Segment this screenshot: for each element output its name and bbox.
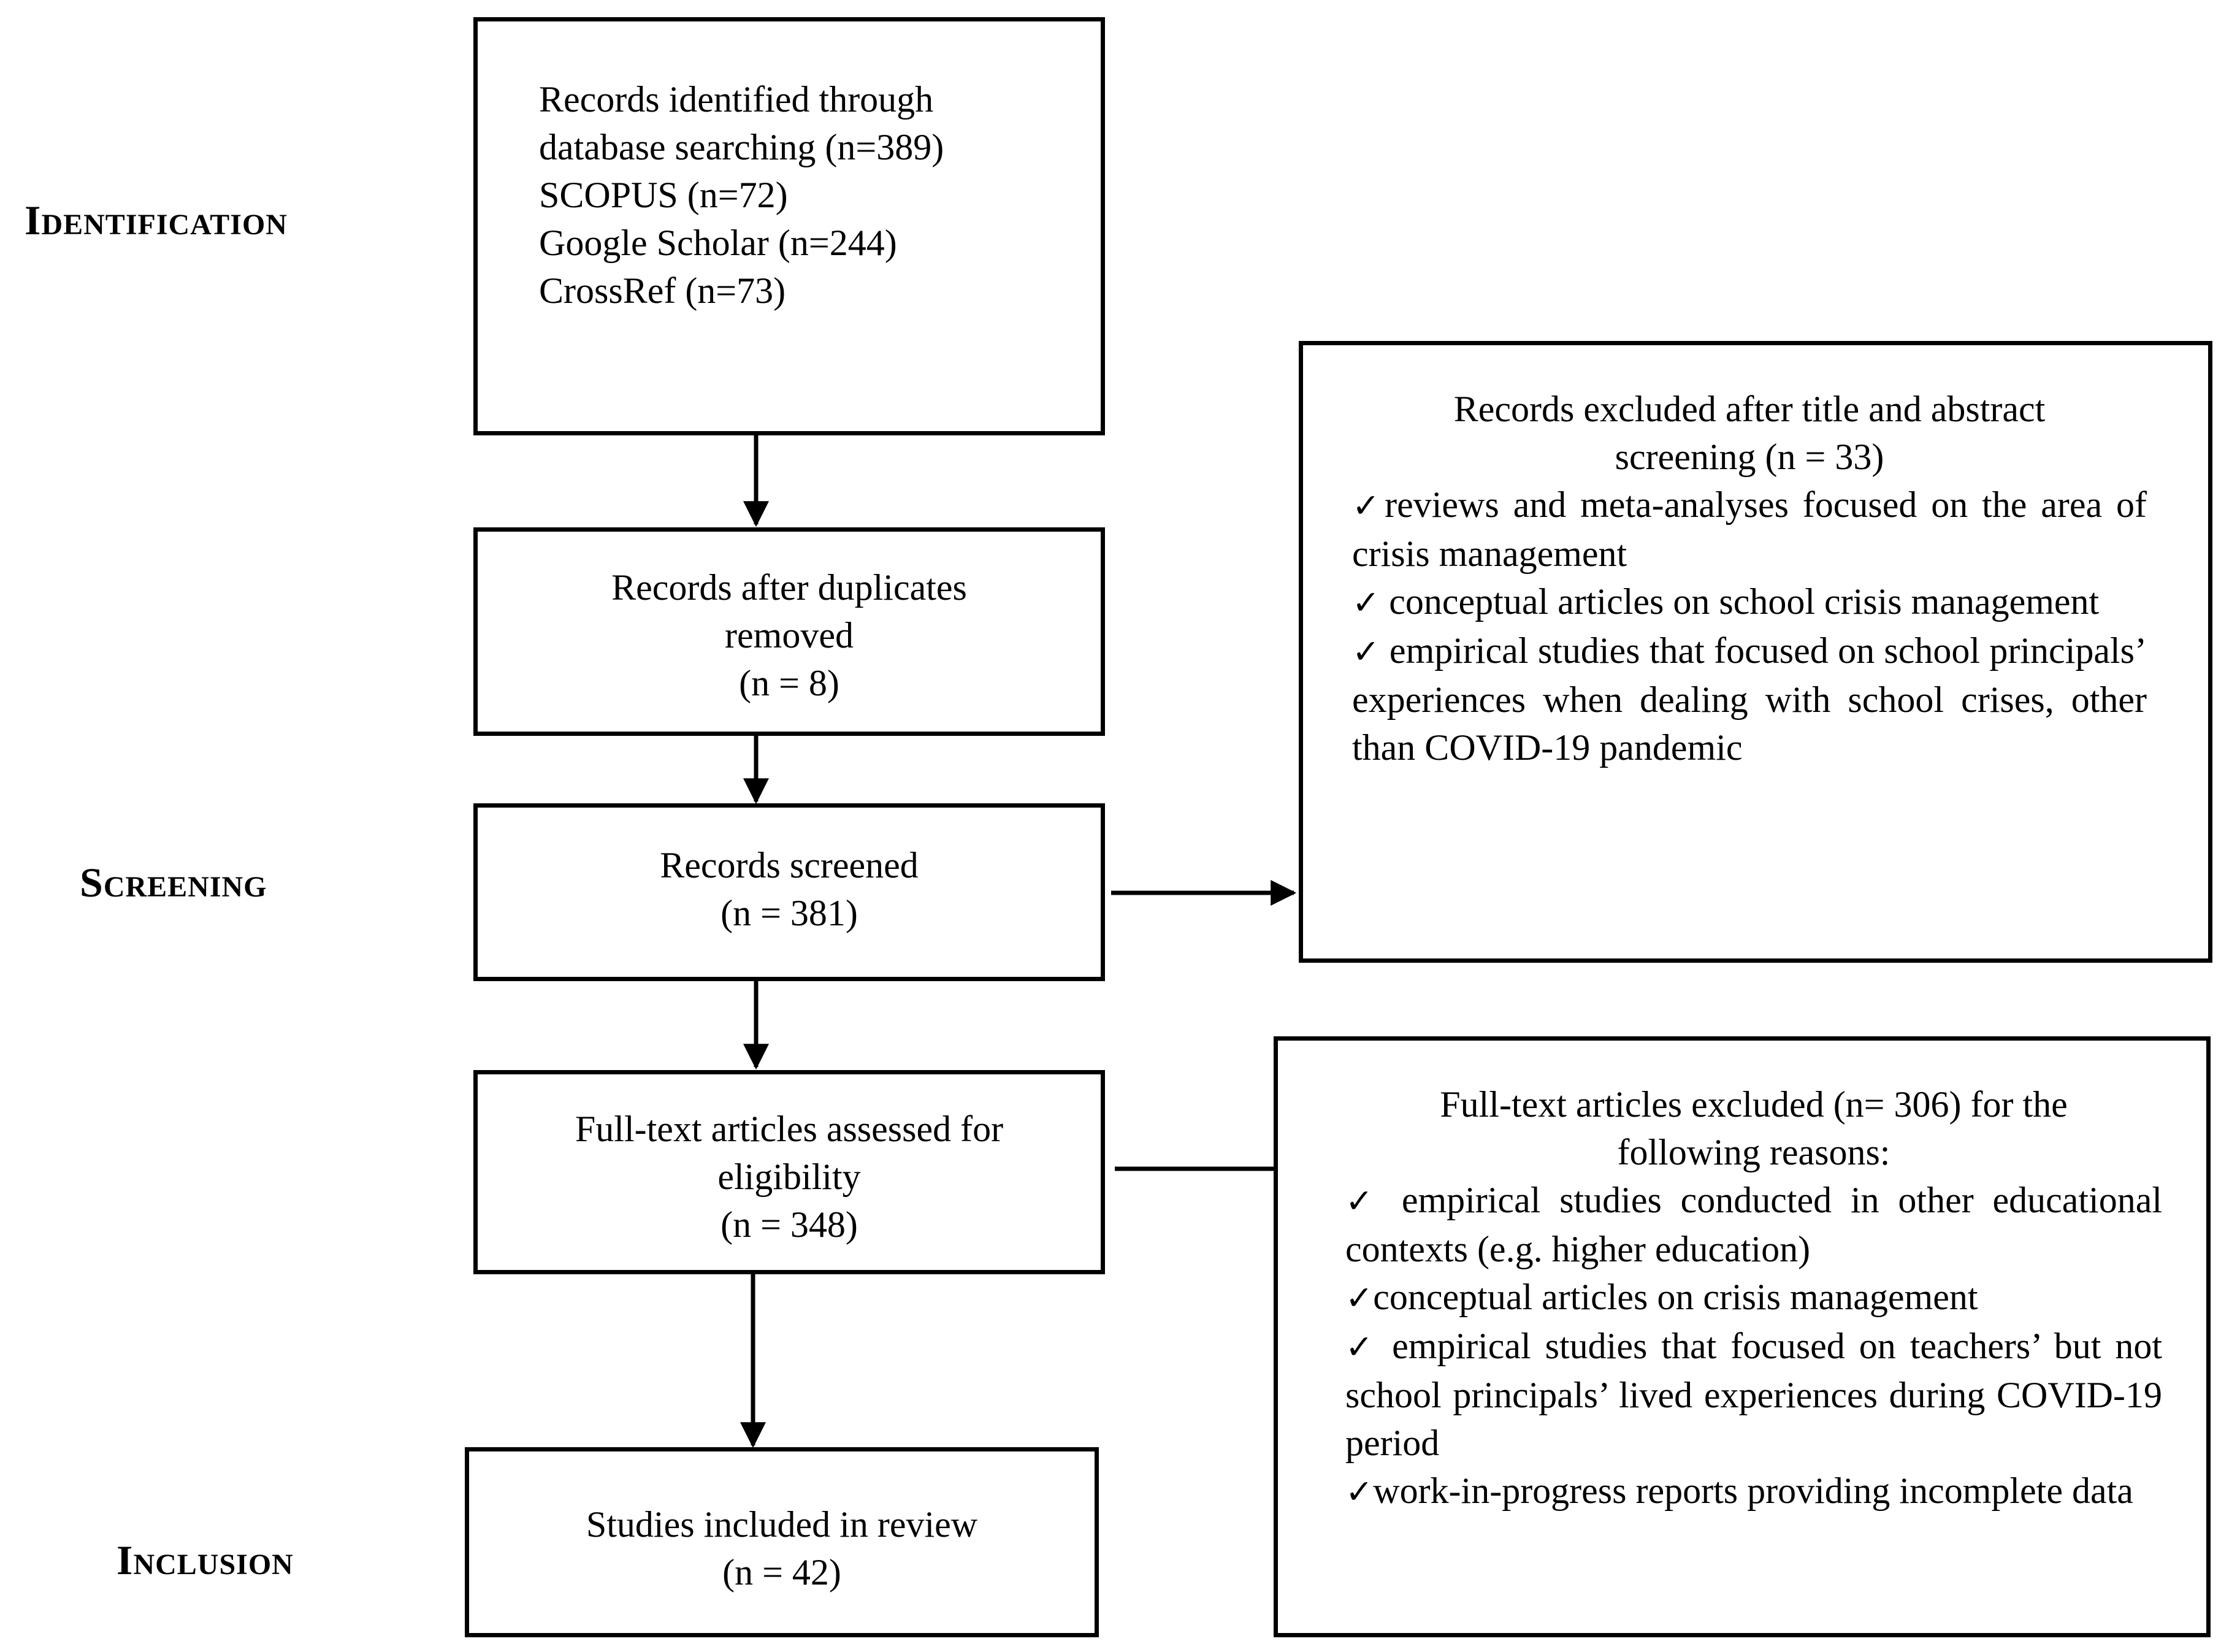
excluded-fulltext-reason-3: ✓ empirical studies that focused on teac…: [1345, 1322, 2162, 1467]
excluded-fulltext-reason-2: ✓conceptual articles on crisis managemen…: [1345, 1273, 2162, 1322]
reason-text: empirical studies that focused on school…: [1352, 630, 2147, 768]
excluded-screening-heading-2: screening (n = 33): [1615, 437, 1884, 477]
excluded-fulltext-heading-2: following reasons:: [1617, 1132, 1890, 1172]
identified-line-1: Records identified through: [539, 79, 934, 120]
screened-line-1: Records screened: [660, 845, 919, 885]
excluded-fulltext-reason-1: ✓ empirical studies conducted in other e…: [1345, 1176, 2162, 1273]
excluded-screening-reason-2: ✓ conceptual articles on school crisis m…: [1352, 578, 2147, 627]
excluded-screening-reason-3: ✓ empirical studies that focused on scho…: [1352, 627, 2147, 771]
checkmark-icon: ✓: [1352, 632, 1380, 671]
reason-text: empirical studies conducted in other edu…: [1345, 1180, 2162, 1269]
excluded-screening-heading-1: Records excluded after title and abstrac…: [1453, 389, 2046, 429]
identified-line-3: SCOPUS (n=72): [539, 175, 788, 215]
checkmark-icon: ✓: [1352, 486, 1385, 525]
box-excluded-after-screening: Records excluded after title and abstrac…: [1299, 341, 2212, 963]
excluded-fulltext-reason-4: ✓work-in-progress reports providing inco…: [1345, 1467, 2162, 1516]
reason-text: conceptual articles on school crisis man…: [1380, 581, 2100, 622]
box-studies-included: Studies included in review (n = 42): [465, 1447, 1099, 1637]
reason-text: work-in-progress reports providing incom…: [1373, 1470, 2133, 1511]
reason-text: conceptual articles on crisis management: [1373, 1277, 1978, 1317]
box-fulltext-assessed: Full-text articles assessed for eligibil…: [473, 1070, 1105, 1274]
included-line-1: Studies included in review: [586, 1504, 978, 1545]
checkmark-icon: ✓: [1345, 1472, 1374, 1511]
checkmark-icon: ✓: [1345, 1328, 1378, 1366]
box-records-screened: Records screened (n = 381): [473, 803, 1105, 981]
included-line-2: (n = 42): [722, 1552, 841, 1593]
identified-line-5: CrossRef (n=73): [539, 270, 786, 311]
excluded-screening-reason-1: ✓reviews and meta-analyses focused on th…: [1352, 481, 2147, 578]
box-records-identified: Records identified through database sear…: [473, 17, 1105, 435]
checkmark-icon: ✓: [1345, 1182, 1383, 1220]
excluded-fulltext-heading-1: Full-text articles excluded (n= 306) for…: [1440, 1084, 2068, 1125]
fulltext-line-3: (n = 348): [721, 1204, 858, 1245]
box-records-after-duplicates: Records after duplicates removed (n = 8): [473, 527, 1105, 736]
fulltext-line-1: Full-text articles assessed for: [575, 1109, 1004, 1149]
duplicates-line-1: Records after duplicates: [611, 567, 967, 608]
stage-label-identification: Identification: [25, 197, 288, 243]
stage-label-screening: Screening: [80, 859, 267, 906]
reason-text: reviews and meta-analyses focused on the…: [1352, 484, 2147, 574]
box-fulltext-excluded: Full-text articles excluded (n= 306) for…: [1274, 1036, 2211, 1637]
identified-line-2: database searching (n=389): [539, 127, 944, 167]
checkmark-icon: ✓: [1352, 583, 1380, 622]
fulltext-line-2: eligibility: [717, 1157, 861, 1197]
duplicates-line-2: removed: [725, 615, 854, 656]
checkmark-icon: ✓: [1345, 1279, 1374, 1317]
identified-line-4: Google Scholar (n=244): [539, 223, 897, 263]
screened-line-2: (n = 381): [721, 893, 858, 933]
stage-label-inclusion: Inclusion: [117, 1537, 294, 1583]
duplicates-line-3: (n = 8): [739, 663, 839, 703]
reason-text: empirical studies that focused on teache…: [1345, 1326, 2162, 1463]
